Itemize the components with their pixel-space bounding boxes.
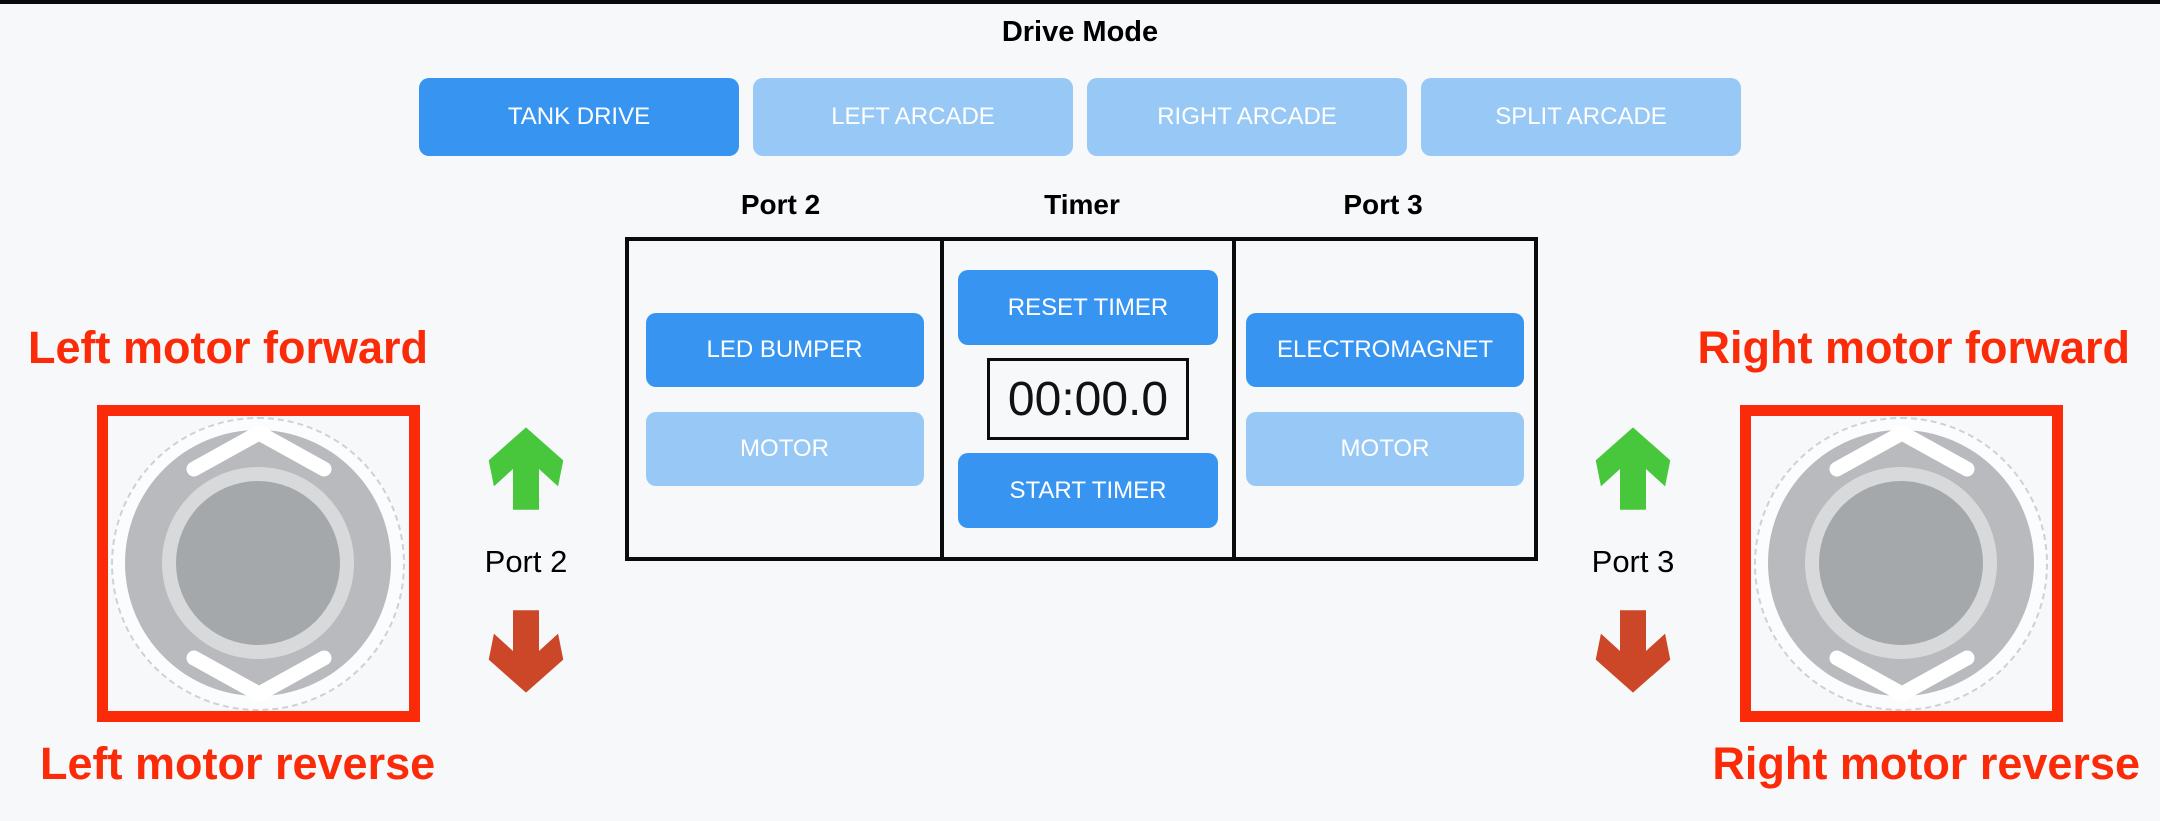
left-joystick-knob[interactable]	[176, 481, 340, 645]
right-joystick-highlight-box	[1740, 405, 2063, 722]
left-port-label: Port 2	[484, 544, 568, 579]
port3-header: Port 3	[1343, 189, 1423, 220]
right-port-label: Port 3	[1591, 544, 1675, 579]
right-motor-reverse-label: Right motor reverse	[1712, 738, 2140, 789]
left-reverse-arrow-icon	[488, 610, 564, 693]
right-reverse-arrow-icon	[1595, 610, 1671, 693]
right-forward-arrow-icon	[1595, 427, 1671, 510]
right-joystick-knob[interactable]	[1819, 481, 1983, 645]
right-arcade-button[interactable]: RIGHT ARCADE	[1087, 78, 1407, 156]
left-joystick[interactable]	[108, 416, 409, 711]
left-motor-forward-label: Left motor forward	[28, 322, 428, 373]
left-arcade-button[interactable]: LEFT ARCADE	[753, 78, 1073, 156]
left-joystick-highlight-box	[97, 405, 420, 722]
timer-header: Timer	[1044, 189, 1120, 220]
port2-column: LED BUMPER MOTOR	[629, 241, 940, 557]
chevron-down-icon	[186, 650, 331, 702]
timer-column: RESET TIMER 00:00.0 START TIMER	[940, 241, 1232, 557]
chevron-down-icon	[1829, 650, 1974, 702]
start-timer-button[interactable]: START TIMER	[958, 453, 1218, 528]
electromagnet-button[interactable]: ELECTROMAGNET	[1246, 312, 1524, 387]
split-arcade-button[interactable]: SPLIT ARCADE	[1421, 78, 1741, 156]
right-joystick[interactable]	[1751, 416, 2052, 711]
right-motor-forward-label: Right motor forward	[1697, 322, 2130, 373]
top-border	[0, 0, 2160, 4]
panel-headers: Port 2 Timer Port 3	[625, 189, 1538, 221]
timer-display: 00:00.0	[987, 358, 1189, 440]
reset-timer-button[interactable]: RESET TIMER	[958, 270, 1218, 345]
left-forward-arrow-icon	[488, 427, 564, 510]
control-panel: LED BUMPER MOTOR RESET TIMER 00:00.0 STA…	[625, 237, 1538, 561]
port3-column: ELECTROMAGNET MOTOR	[1232, 241, 1534, 557]
drive-mode-button-group: TANK DRIVE LEFT ARCADE RIGHT ARCADE SPLI…	[0, 78, 2160, 156]
chevron-up-icon	[1829, 425, 1974, 477]
chevron-up-icon	[186, 425, 331, 477]
led-bumper-button[interactable]: LED BUMPER	[645, 312, 924, 387]
port3-motor-button[interactable]: MOTOR	[1246, 411, 1524, 486]
drive-mode-title: Drive Mode	[1001, 16, 1159, 48]
tank-drive-button[interactable]: TANK DRIVE	[419, 78, 739, 156]
port2-motor-button[interactable]: MOTOR	[645, 411, 924, 486]
port2-header: Port 2	[740, 189, 821, 220]
left-motor-reverse-label: Left motor reverse	[40, 738, 436, 789]
